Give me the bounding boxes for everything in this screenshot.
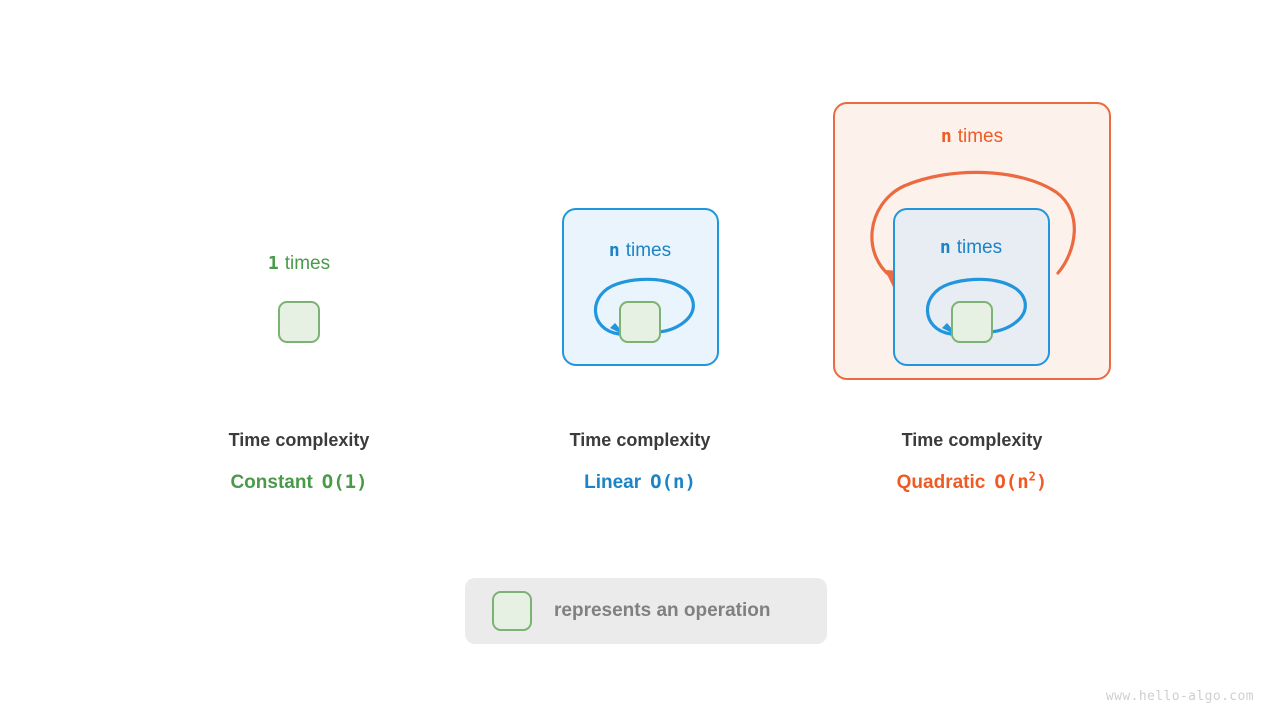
big-o-quadratic-prefix: O(n	[994, 471, 1029, 493]
linear-times-count: n	[608, 240, 620, 261]
big-o-quadratic-exponent: 2	[1028, 469, 1036, 484]
operation-box-linear	[619, 301, 661, 343]
legend-operation-swatch-icon	[492, 591, 532, 631]
caption-title-constant: Time complexity	[228, 430, 370, 450]
complexity-name-quadratic: Quadratic	[896, 472, 986, 493]
big-o-quadratic: O(n2)	[994, 471, 1047, 493]
caption-quadratic: Time complexity Quadratic O(n2)	[822, 430, 1122, 494]
complexity-name-constant: Constant	[230, 472, 313, 493]
caption-formula-quadratic: Quadratic O(n2)	[822, 471, 1122, 494]
operation-box-quadratic	[951, 301, 993, 343]
constant-times-count: 1	[267, 253, 279, 274]
legend-label: represents an operation	[554, 600, 771, 621]
caption-constant: Time complexity Constant O(1)	[149, 430, 449, 494]
quadratic-outer-times-word: times	[957, 126, 1004, 147]
constant-times-word: times	[284, 253, 331, 274]
quadratic-outer-times-count: n	[940, 126, 952, 147]
big-o-quadratic-suffix: )	[1035, 471, 1048, 493]
quadratic-inner-times-count: n	[939, 237, 951, 258]
caption-linear: Time complexity Linear O(n)	[490, 430, 790, 494]
legend: represents an operation	[465, 578, 827, 644]
complexity-name-linear: Linear	[584, 472, 642, 493]
caption-formula-constant: Constant O(1)	[149, 471, 449, 494]
quadratic-inner-times-word: times	[956, 237, 1003, 258]
caption-title-linear: Time complexity	[569, 430, 711, 450]
watermark: www.hello-algo.com	[1105, 689, 1254, 704]
big-o-linear: O(n)	[650, 471, 696, 493]
linear-times-word: times	[625, 240, 672, 261]
operation-box-constant	[278, 301, 320, 343]
caption-title-quadratic: Time complexity	[901, 430, 1043, 450]
caption-formula-linear: Linear O(n)	[490, 471, 790, 494]
big-o-constant: O(1)	[321, 471, 368, 493]
